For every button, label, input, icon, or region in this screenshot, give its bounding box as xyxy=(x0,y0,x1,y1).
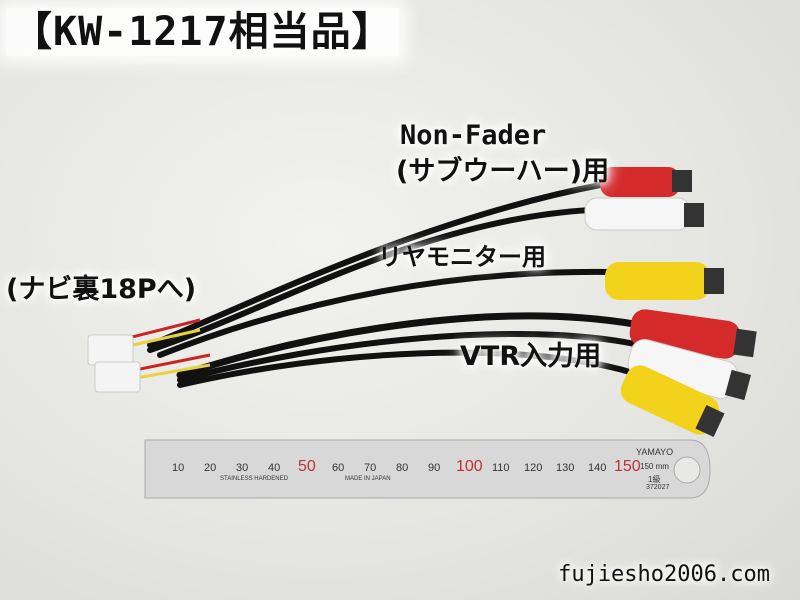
subwoofer-label: (サブウーハー)用 xyxy=(396,156,610,187)
ruler-tick: 30 xyxy=(236,462,249,474)
ruler-tick: 90 xyxy=(428,462,441,474)
cable-vtr-white xyxy=(177,330,643,383)
steel-ruler xyxy=(144,439,711,499)
watermark: fujiesho2006.com xyxy=(558,562,770,587)
rca-nonfader-white xyxy=(584,197,704,231)
ruler-tick: 10 xyxy=(172,462,185,474)
ruler-tick: 140 xyxy=(588,462,607,474)
ruler-tick: 150 xyxy=(614,458,641,475)
navi-back-label: (ナビ裏18Pへ) xyxy=(6,274,197,305)
ruler-tick: 20 xyxy=(204,462,217,474)
rca-rearmonitor-yellow xyxy=(605,262,724,300)
ruler-tick: 60 xyxy=(332,462,345,474)
cable-nonfader-red xyxy=(147,182,603,348)
ruler-tick: 50 xyxy=(298,458,316,475)
page-title: 【KW-1217相当品】 xyxy=(6,8,399,56)
cable-rearmonitor xyxy=(157,268,613,358)
rca-nonfader-red xyxy=(600,167,692,197)
ruler-grade: 1級 xyxy=(648,475,661,484)
rca-vtr-white xyxy=(627,339,752,401)
ruler-tick: 100 xyxy=(456,458,483,475)
rear-monitor-label: リヤモニター用 xyxy=(378,243,546,271)
cable-vtr-yellow xyxy=(177,349,633,388)
vtr-input-label: VTR入力用 xyxy=(460,341,602,372)
ruler-tick: 120 xyxy=(524,462,543,474)
rca-vtr-yellow xyxy=(620,365,725,438)
ruler-tick: 110 xyxy=(492,462,510,474)
ruler-engraving: STAINLESS HARDENED xyxy=(220,476,288,482)
cable-nonfader-white xyxy=(147,207,593,353)
ruler-model: 372027 xyxy=(646,484,670,491)
non-fader-label: Non-Fader xyxy=(400,120,547,151)
ruler-tick: 40 xyxy=(268,462,281,474)
cable-vtr-red xyxy=(176,312,644,379)
harness-connector xyxy=(87,334,141,393)
ruler-tick: 70 xyxy=(364,462,377,474)
ruler-engraving: MADE IN JAPAN xyxy=(345,476,391,482)
ruler-tick: 130 xyxy=(556,462,575,474)
ruler-length: 150 mm xyxy=(640,462,669,471)
ruler-brand: YAMAYO xyxy=(636,447,674,457)
ruler-tick: 80 xyxy=(396,462,409,474)
